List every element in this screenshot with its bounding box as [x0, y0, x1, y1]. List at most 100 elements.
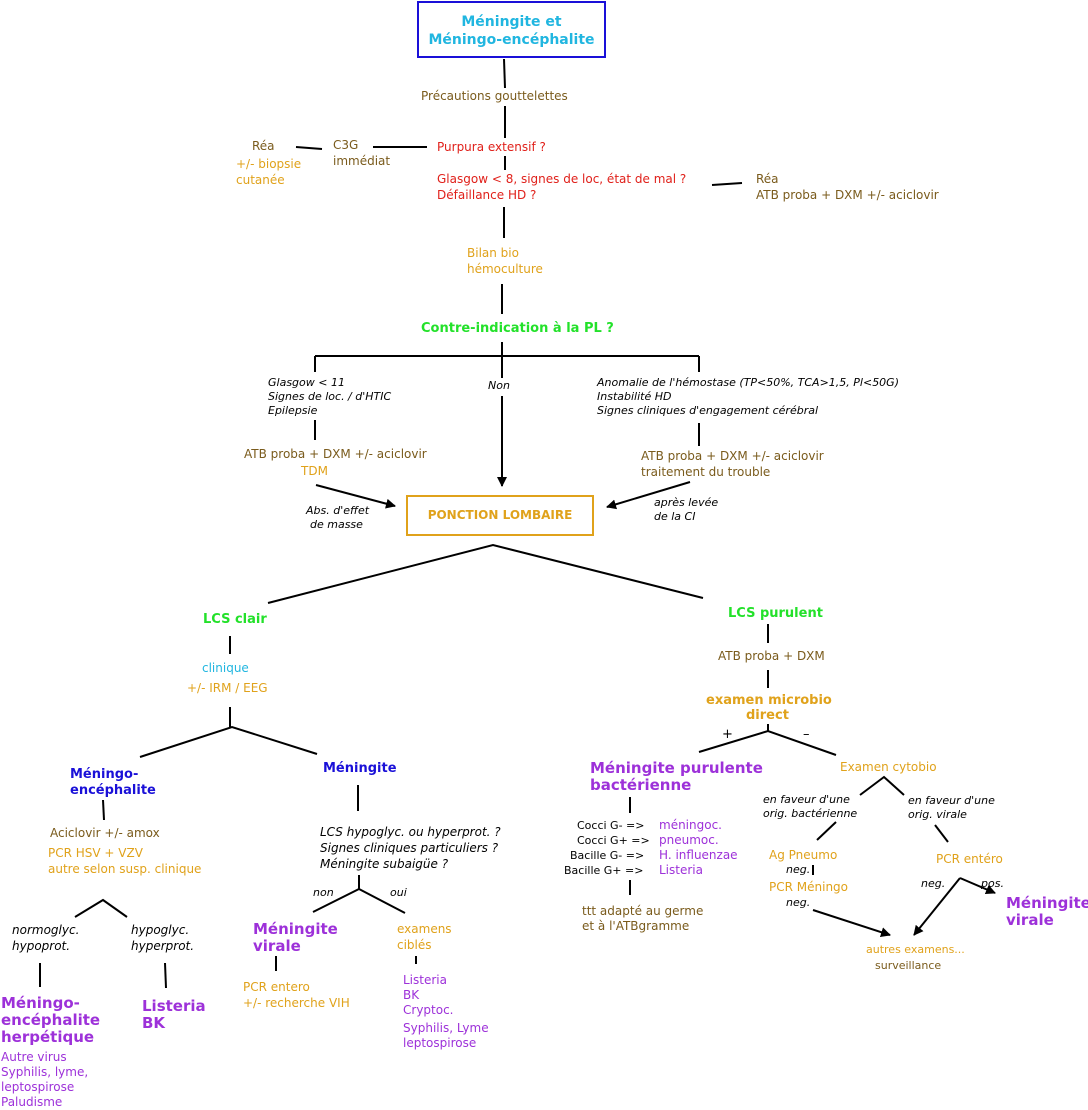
abs-effet-line2: de masse	[310, 518, 363, 531]
c3g-line1: C3G	[333, 138, 359, 152]
normoglyc-line1: normoglyc.	[12, 923, 80, 937]
germ-right-2: pneumoc.	[659, 833, 719, 847]
ponction-lombaire-box: PONCTION LOMBAIRE	[406, 495, 594, 536]
pcr-entero-line1: PCR entero	[243, 980, 310, 994]
hypoglyc-line2: hyperprot.	[131, 939, 195, 953]
ttt-adapte-line2: et à l'ATBgramme	[582, 919, 690, 933]
neg-label-2: neg.	[786, 896, 811, 909]
lcs-clair-label: LCS clair	[203, 612, 267, 627]
hypoglyc-line1: hypoglyc.	[131, 923, 190, 937]
rea-right-line2: ATB proba + DXM +/- aciclovir	[756, 188, 939, 202]
oui-label: oui	[390, 886, 407, 899]
ci-right-line3: Signes cliniques d'engagement cérébral	[597, 404, 819, 417]
clinique-text: clinique	[202, 661, 249, 675]
pcr-entero-right: PCR entéro	[936, 852, 1003, 866]
autres-examens: autres examens...	[866, 943, 965, 956]
ci-left-treatment: ATB proba + DXM +/- aciclovir	[244, 447, 427, 461]
pcr-meningo: PCR Méningo	[769, 880, 849, 894]
neg-label-3: neg.	[921, 877, 946, 890]
examens-list-1: Listeria	[403, 973, 447, 987]
plus-sign: +	[722, 727, 733, 742]
examens-list-4: Syphilis, Lyme	[403, 1021, 489, 1035]
germ-right-3: H. influenzae	[659, 848, 738, 862]
herp-other-line2: Syphilis, lyme,	[1, 1065, 89, 1079]
normoglyc-line2: hypoprot.	[12, 939, 71, 953]
meningite-label: Méningite	[323, 761, 397, 776]
ci-right-treatment-line1: ATB proba + DXM +/- aciclovir	[641, 449, 824, 463]
lcs-question-line1: LCS hypoglyc. ou hyperprot. ?	[320, 825, 501, 839]
precautions-text: Précautions gouttelettes	[421, 89, 568, 103]
herp-other-line3: leptospirose	[1, 1080, 75, 1094]
bacterienne-line1: Méningite purulente	[590, 759, 763, 777]
c3g-line2: immédiat	[333, 154, 391, 168]
meningite-virale-left-line2: virale	[253, 937, 301, 955]
ci-left-line3: Epilepsie	[268, 404, 318, 417]
herpetique-line1: Méningo-	[1, 994, 80, 1012]
ci-right-treatment-line2: traitement du trouble	[641, 465, 771, 479]
rea-left-line1: Réa	[252, 139, 275, 153]
examen-microbio-line2: direct	[746, 708, 789, 723]
contre-indication-question: Contre-indication à la PL ?	[421, 321, 614, 336]
minus-sign: –	[803, 727, 810, 742]
glasgow-question-line1: Glasgow < 8, signes de loc, état de mal …	[437, 172, 687, 186]
germ-left-3: Bacille G- =>	[570, 849, 645, 862]
pcr-hsv-line1: PCR HSV + VZV	[48, 846, 143, 860]
ci-left-tdm: TDM	[301, 464, 328, 478]
faveur-virale-line1: en faveur d'une	[908, 794, 995, 807]
apres-levee-line2: de la CI	[654, 510, 696, 523]
abs-effet-line1: Abs. d'effet	[306, 504, 370, 517]
atb-proba-dxm: ATB proba + DXM	[718, 649, 825, 663]
herpetique-line2: encéphalite	[1, 1011, 101, 1029]
ag-pneumo: Ag Pneumo	[769, 848, 838, 862]
pcr-entero-line2: +/- recherche VIH	[243, 996, 350, 1010]
title-line2: Méningo-encéphalite	[428, 32, 595, 48]
apres-levee-line1: après levée	[654, 496, 719, 509]
meningite-virale-right-line1: Méningite	[1006, 894, 1088, 912]
examens-cibles-line2: ciblés	[397, 938, 432, 952]
rea-left-line3: cutanée	[236, 173, 285, 187]
rea-left-line2: +/- biopsie	[236, 157, 302, 171]
neg-label-1: neg.	[786, 863, 811, 876]
germ-left-1: Cocci G- =>	[577, 819, 645, 832]
examen-microbio-line1: examen microbio	[706, 693, 832, 708]
meningo-encephalite-line2: encéphalite	[70, 783, 156, 798]
ci-left-line2: Signes de loc. / d'HTIC	[268, 390, 392, 403]
lcs-purulent-label: LCS purulent	[728, 606, 823, 621]
ci-right-line1: Anomalie de l'hémostase (TP<50%, TCA>1,5…	[597, 376, 900, 389]
non-label: non	[313, 886, 334, 899]
germ-left-2: Cocci G+ =>	[577, 834, 650, 847]
faveur-virale-line2: orig. virale	[908, 808, 967, 821]
examens-cibles-line1: examens	[397, 922, 452, 936]
purpura-question: Purpura extensif ?	[437, 140, 546, 154]
bilan-line1: Bilan bio	[467, 246, 519, 260]
germ-right-1: méningoc.	[659, 818, 722, 832]
surveillance: surveillance	[875, 959, 942, 972]
bacterienne-line2: bactérienne	[590, 776, 692, 794]
aciclovir-amox: Aciclovir +/- amox	[50, 826, 160, 840]
germ-right-4: Listeria	[659, 863, 703, 877]
ci-left-line1: Glasgow < 11	[268, 376, 345, 389]
irm-eeg-text: +/- IRM / EEG	[187, 681, 268, 695]
examens-list-5: leptospirose	[403, 1036, 477, 1050]
herpetique-line3: herpétique	[1, 1028, 95, 1046]
meningo-encephalite-line1: Méningo-	[70, 767, 139, 782]
germ-left-4: Bacille G+ =>	[564, 864, 644, 877]
herp-other-line4: Paludisme	[1, 1095, 63, 1109]
bilan-line2: hémoculture	[467, 262, 543, 276]
meningite-virale-right-line2: virale	[1006, 911, 1054, 929]
title-line1: Méningite et	[461, 14, 562, 30]
rea-right-line1: Réa	[756, 172, 779, 186]
lcs-question-line2: Signes cliniques particuliers ?	[320, 841, 499, 855]
ttt-adapte-line1: ttt adapté au germe	[582, 904, 704, 918]
ci-right-line2: Instabilité HD	[597, 390, 672, 403]
glasgow-question-line2: Défaillance HD ?	[437, 188, 537, 202]
title-box: Méningite et Méningo-encéphalite	[417, 1, 606, 58]
listeria-bk-line2: BK	[142, 1014, 166, 1032]
examens-list-2: BK	[403, 988, 420, 1002]
ci-middle-non: Non	[488, 379, 510, 392]
pcr-hsv-line2: autre selon susp. clinique	[48, 862, 202, 876]
pos-label: pos.	[981, 877, 1004, 890]
herp-other-line1: Autre virus	[1, 1050, 67, 1064]
examens-list-3: Cryptoc.	[403, 1003, 454, 1017]
